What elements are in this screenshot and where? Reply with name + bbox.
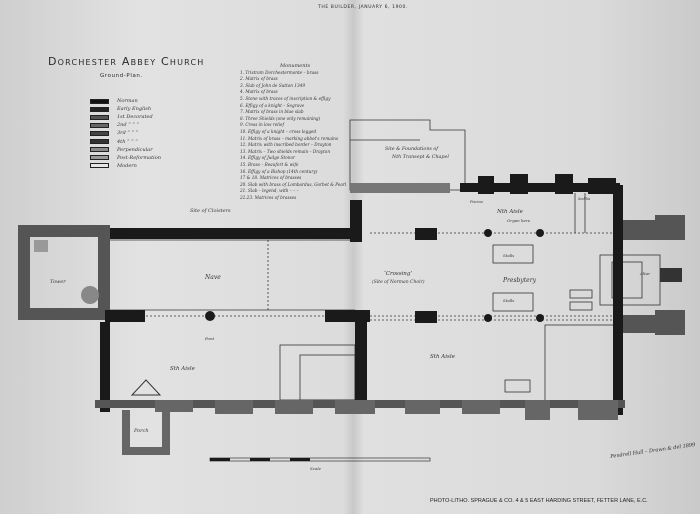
- legend-item: 1st Decorated: [90, 113, 161, 121]
- legend-label: 1st Decorated: [117, 114, 153, 121]
- legend-item: 4th ” ” ”: [90, 137, 161, 145]
- label-crossing-note: (Site of Norman Choir): [372, 278, 425, 285]
- legend-item: 2nd ” ” ”: [90, 121, 161, 129]
- label-presbytery: Presbytery: [502, 277, 537, 284]
- legend-swatch: [90, 106, 109, 112]
- label-organ: Organ here: [507, 218, 531, 223]
- label-north-aisle: Nth Aisle: [496, 209, 524, 215]
- legend-swatch: [90, 114, 109, 120]
- legend-label: Perpendicular: [117, 146, 153, 153]
- page-subtitle: Ground-Plan.: [100, 73, 143, 79]
- label-south-aisle-west: Sth Aisle: [170, 366, 196, 372]
- legend-label: 3rd ” ” ”: [117, 130, 139, 137]
- legend-label: Modern: [117, 162, 137, 169]
- page-title: Dorchester Abbey Church: [48, 55, 205, 68]
- legend-swatch: [90, 122, 109, 128]
- legend-swatch: [90, 147, 109, 153]
- legend-label: Early English: [117, 106, 152, 113]
- scale-bar: [209, 457, 431, 462]
- monument-item: 16. Effigy of a Bishop (14th century): [240, 168, 318, 174]
- monument-item: 3. Slab of John de Sutton 1349: [240, 82, 305, 88]
- monument-item: 15. Brass – Beaufort & wife: [240, 161, 299, 167]
- nave-north-wall: [110, 228, 355, 239]
- monument-item: 6. Effigy of a knight – Segrave: [240, 102, 305, 108]
- legend-item: Modern: [90, 162, 161, 170]
- monument-item: 12. Matrix with inscribed border – Drayt…: [240, 142, 332, 148]
- monument-item: 2. Matrix of brass: [240, 76, 278, 82]
- label-piscina: Piscina: [469, 200, 483, 204]
- label-nave: Nave: [204, 274, 221, 281]
- label-altar: Altar: [639, 271, 651, 276]
- label-sedilia: Sedilia: [578, 197, 590, 201]
- monuments-heading: Monuments: [280, 63, 311, 69]
- legend-label: 2nd ” ” ”: [117, 122, 140, 129]
- legend-item: Perpendicular: [90, 146, 161, 154]
- legend-label: Post-Reformation: [117, 154, 161, 161]
- label-scale: Scale: [310, 466, 322, 471]
- legend-item: Early English: [90, 105, 161, 113]
- tower-walls: [18, 225, 110, 320]
- label-cloisters: Site of Cloisters: [190, 208, 231, 214]
- legend-item: Norman: [90, 97, 161, 105]
- legend-swatch: [90, 155, 109, 161]
- label-stalls-north: Stalls: [503, 253, 514, 258]
- legend-swatch: [90, 130, 109, 136]
- monument-item: 14. Effigy of Judge Stonor: [240, 155, 295, 161]
- monument-item: 5. Stone with traces of inscription & ef…: [240, 95, 331, 101]
- legend-swatch: [90, 163, 109, 169]
- label-porch: Porch: [133, 428, 149, 434]
- monument-item: 1. Tristram Dorchestermonte – brass: [240, 69, 319, 75]
- legend-item: 3rd ” ” ”: [90, 129, 161, 137]
- monument-item: 4. Matrix of brass: [240, 89, 278, 95]
- monument-item: 11. Matrix of brass – marking abbot's re…: [240, 135, 339, 141]
- monument-item: 9. Cross in low relief: [240, 122, 285, 128]
- label-crossing: ‘Crossing’: [384, 270, 412, 277]
- legend-swatch: [90, 139, 109, 145]
- legend-label: Norman: [117, 98, 138, 105]
- monument-item: 20. Slab with brass of Lombardus, Gorbet…: [240, 181, 347, 187]
- monument-item: 13. Matrix – Two shields remain – Drayto…: [240, 148, 331, 154]
- monument-item: 7. Matrix of brass in blue slab: [240, 109, 304, 115]
- monument-item: 10. Effigy of a knight – cross legged: [240, 128, 317, 134]
- monument-item: 21. Slab – legend, with – – –: [240, 188, 299, 194]
- legend-label: 4th ” ” ”: [117, 138, 138, 145]
- legend-swatch: [90, 98, 109, 104]
- monuments-list: Monuments 1. Tristram Dorchestermonte – …: [240, 63, 346, 201]
- legend-item: Post-Reformation: [90, 154, 161, 162]
- monument-item: 22.23. Matrices of brasses: [240, 194, 297, 200]
- printer-credit: PHOTO-LITHO. SPRAGUE & CO. 4 & 5 EAST HA…: [430, 498, 648, 504]
- monument-item: 17 & 18. Matrices of brasses: [240, 175, 302, 181]
- journal-header: THE BUILDER, JANUARY 6, 1900.: [318, 5, 409, 10]
- monument-item: 8. Three Shields (one only remaining): [240, 115, 321, 121]
- label-transept: Site & Foundations of: [385, 146, 439, 152]
- label-south-aisle-east: Sth Aisle: [430, 354, 456, 360]
- label-font: Font: [204, 336, 215, 341]
- label-transept-2: Nth Transept & Chapel: [391, 154, 449, 160]
- label-stalls-south: Stalls: [503, 298, 514, 303]
- label-tower: Tower: [50, 279, 66, 285]
